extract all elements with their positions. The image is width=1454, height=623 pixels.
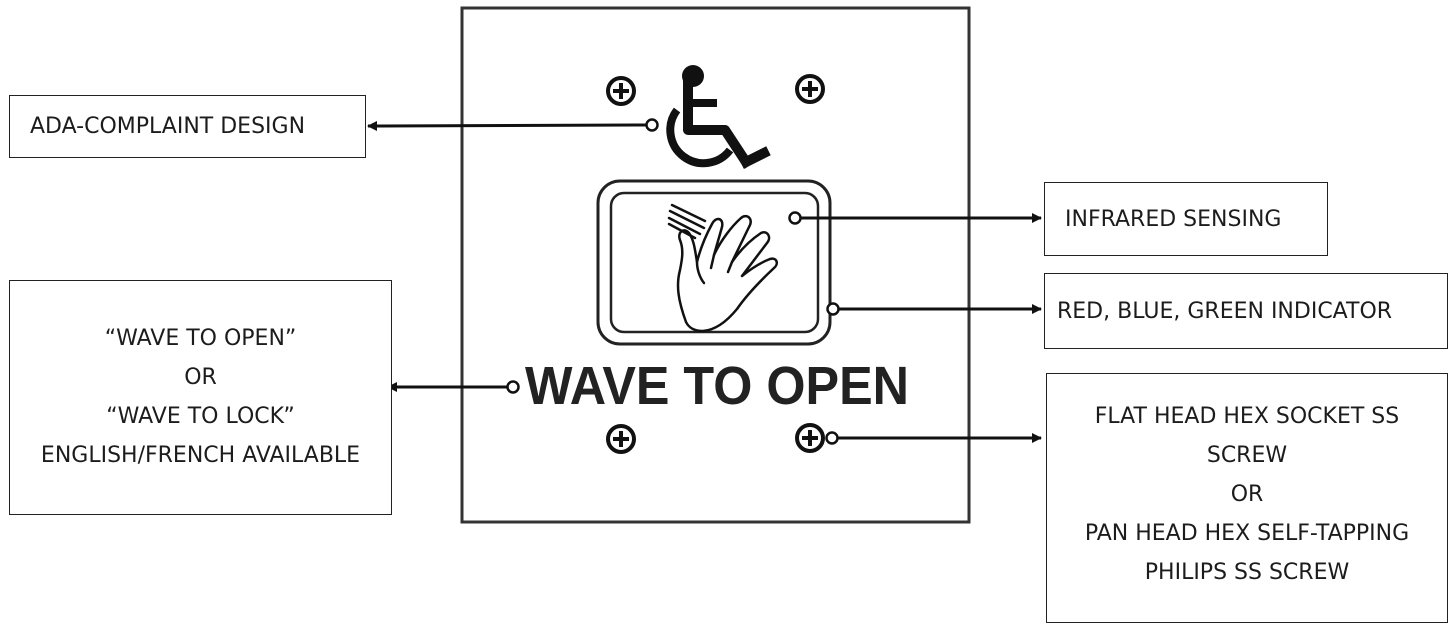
callout-wording-line: OR [184, 365, 217, 390]
callout-infrared: INFRARED SENSING [1044, 182, 1328, 256]
screw-top-right-icon [795, 74, 825, 104]
leader-ada [367, 118, 659, 132]
leader-screw [825, 431, 1042, 445]
screw-bottom-right-icon [795, 423, 825, 453]
waving-hand-icon [667, 203, 779, 333]
callout-screw-line: OR [1230, 482, 1264, 507]
callout-infrared-text: INFRARED SENSING [1065, 206, 1282, 232]
callout-wording-line: “WAVE TO LOCK” [106, 404, 295, 429]
screw-bottom-left-icon [606, 424, 636, 454]
wheelchair-icon [666, 65, 771, 169]
sensor-window-inner [609, 191, 820, 334]
callout-indicator-text: RED, BLUE, GREEN INDICATOR [1057, 298, 1393, 324]
callout-screw: FLAT HEAD HEX SOCKET SS SCREW OR PAN HEA… [1046, 373, 1448, 623]
callout-wording-line: “WAVE TO OPEN” [104, 326, 297, 351]
screw-top-left-icon [606, 76, 636, 106]
callout-ada: ADA-COMPLAINT DESIGN [9, 95, 366, 158]
callout-indicator: RED, BLUE, GREEN INDICATOR [1044, 273, 1448, 349]
callout-screw-line: PAN HEAD HEX SELF-TAPPING [1084, 521, 1410, 546]
callout-wording: “WAVE TO OPEN” OR “WAVE TO LOCK” ENGLISH… [9, 280, 392, 515]
leader-wording [387, 380, 520, 394]
callout-wording-line: ENGLISH/FRENCH AVAILABLE [40, 443, 361, 468]
leader-indicator [826, 302, 1042, 316]
callout-screw-line: SCREW [1206, 443, 1288, 468]
leader-infrared [788, 211, 1042, 225]
sign-text: WAVE TO OPEN [525, 356, 909, 416]
callout-screw-line: PHILIPS SS SCREW [1144, 560, 1350, 585]
callout-screw-line: FLAT HEAD HEX SOCKET SS [1094, 404, 1400, 429]
sensor-window-outer [596, 179, 832, 346]
faceplate [460, 6, 971, 524]
callout-ada-text: ADA-COMPLAINT DESIGN [30, 114, 306, 139]
